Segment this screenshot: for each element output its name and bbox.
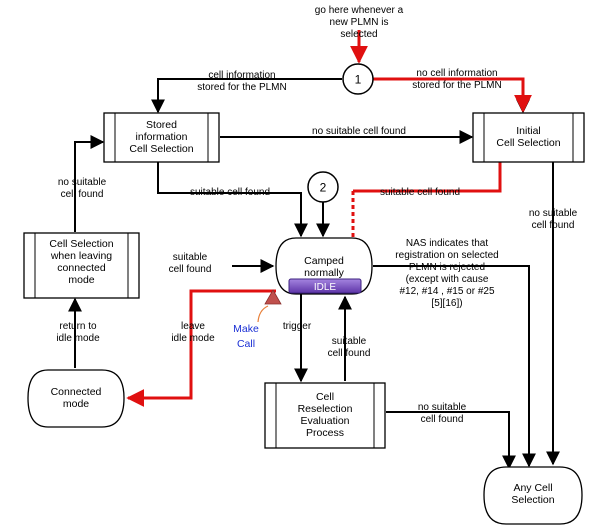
initial-cell-selection-box[interactable]: Initial Cell Selection: [472, 112, 585, 163]
note-return-idle: return to idle mode: [56, 321, 100, 344]
svg-text:idle mode: idle mode: [171, 333, 215, 344]
note-leave-idle: leave idle mode: [171, 321, 215, 344]
svg-text:no suitable: no suitable: [418, 402, 467, 413]
leaving-line-2: when leaving: [50, 250, 112, 262]
any-cell-selection-state[interactable]: Any Cell Selection: [483, 466, 583, 525]
leaving-line-4: mode: [68, 274, 94, 286]
note-top: go here whenever a new PLMN is selected: [315, 5, 404, 40]
svg-text:stored for the PLMN: stored for the PLMN: [197, 82, 286, 93]
camped-line-1: Camped: [304, 255, 344, 267]
edge-reselection-to-any: [386, 411, 516, 470]
svg-text:NAS indicates that: NAS indicates that: [406, 238, 488, 249]
junction-1-label: 1: [355, 73, 362, 87]
svg-text:selected: selected: [340, 29, 377, 40]
svg-text:suitable: suitable: [332, 336, 367, 347]
connected-line-2: mode: [63, 398, 89, 410]
reselection-line-4: Process: [306, 427, 344, 439]
svg-text:cell found: cell found: [169, 264, 212, 275]
svg-text:cell found: cell found: [421, 414, 464, 425]
cell-reselection-evaluation-box[interactable]: Cell Reselection Evaluation Process: [264, 382, 386, 449]
svg-text:[5][16]): [5][16]): [431, 298, 462, 309]
edge-leaving-to-stored: [74, 135, 105, 232]
edge-stored-to-camped: [157, 162, 308, 238]
stored-line-1: Stored: [146, 119, 177, 131]
junction-2-label: 2: [320, 181, 327, 195]
note-cell-info-stored: cell information stored for the PLMN: [197, 70, 286, 93]
red-dotted-entry: [316, 191, 355, 266]
svg-text:idle mode: idle mode: [56, 333, 100, 344]
reselection-line-2: Reselection: [298, 403, 353, 415]
junction-2: 2: [307, 171, 339, 203]
svg-text:no suitable: no suitable: [529, 208, 578, 219]
connected-line-1: Connected: [51, 386, 102, 398]
note-no-suitable-left: no suitable cell found: [58, 177, 107, 200]
note-suitable-reselect: suitable cell found: [328, 336, 371, 359]
note-make-call: Make Call: [233, 323, 259, 350]
leaving-line-1: Cell Selection: [49, 238, 113, 250]
svg-text:go here whenever a: go here whenever a: [315, 5, 404, 16]
svg-text:stored for the PLMN: stored for the PLMN: [412, 80, 501, 91]
stored-line-2: information: [136, 131, 188, 143]
note-no-cell-info-stored: no cell information stored for the PLMN: [412, 68, 501, 91]
svg-text:Call: Call: [237, 338, 255, 350]
junction-1: 1: [342, 63, 374, 95]
svg-text:cell found: cell found: [61, 189, 104, 200]
svg-text:leave: leave: [181, 321, 205, 332]
svg-text:Make: Make: [233, 323, 259, 335]
reselection-line-1: Cell: [316, 391, 334, 403]
red-initial-to-camped: [353, 162, 502, 193]
note-no-suitable-top: no suitable cell found: [312, 126, 406, 137]
svg-text:#12, #14 , #15 or #25: #12, #14 , #15 or #25: [399, 286, 495, 297]
note-no-suitable-right: no suitable cell found: [529, 208, 578, 231]
svg-text:registration on selected: registration on selected: [395, 250, 498, 261]
stored-info-cell-selection-box[interactable]: Stored information Cell Selection: [103, 112, 220, 163]
warning-triangle-icon: [264, 289, 282, 305]
note-suitable-right: suitable cell found: [380, 187, 460, 198]
reselection-line-3: Evaluation: [300, 415, 349, 427]
idle-badge-label: IDLE: [314, 282, 337, 293]
svg-text:new PLMN is: new PLMN is: [330, 17, 389, 28]
note-suitable-left: suitable cell found: [190, 187, 270, 198]
svg-text:cell information: cell information: [208, 70, 275, 81]
svg-text:no suitable: no suitable: [58, 177, 107, 188]
red-camped-to-connected: [126, 289, 276, 407]
leaving-line-3: connected: [57, 262, 106, 274]
edge-camped-to-any: [373, 265, 536, 468]
note-suitable-mid: suitable cell found: [169, 252, 212, 275]
connected-mode-state[interactable]: Connected mode: [27, 369, 125, 428]
initial-line-2: Cell Selection: [496, 137, 560, 149]
make-call-pointer-icon: [257, 305, 269, 323]
svg-text:(except with cause: (except with cause: [406, 274, 489, 285]
initial-line-1: Initial: [516, 125, 541, 137]
leaving-connected-cell-selection-box[interactable]: Cell Selection when leaving connected mo…: [23, 232, 140, 299]
note-nas-rejected: NAS indicates that registration on selec…: [395, 238, 498, 309]
any-line-1: Any Cell: [513, 482, 552, 494]
edge-c1-to-stored: [151, 78, 342, 114]
svg-text:cell found: cell found: [328, 348, 371, 359]
svg-text:cell found: cell found: [532, 220, 575, 231]
note-no-suitable-bottom: no suitable cell found: [418, 402, 467, 425]
camped-line-2: normally: [304, 267, 344, 279]
svg-text:no cell information: no cell information: [416, 68, 497, 79]
red-c1-to-initial: [373, 77, 532, 113]
idle-badge: IDLE: [288, 278, 362, 294]
stored-line-3: Cell Selection: [129, 143, 193, 155]
svg-text:suitable: suitable: [173, 252, 208, 263]
note-trigger: trigger: [283, 321, 312, 332]
svg-text:PLMN is rejected: PLMN is rejected: [409, 262, 485, 273]
svg-text:return to: return to: [59, 321, 97, 332]
any-line-2: Selection: [511, 494, 554, 506]
